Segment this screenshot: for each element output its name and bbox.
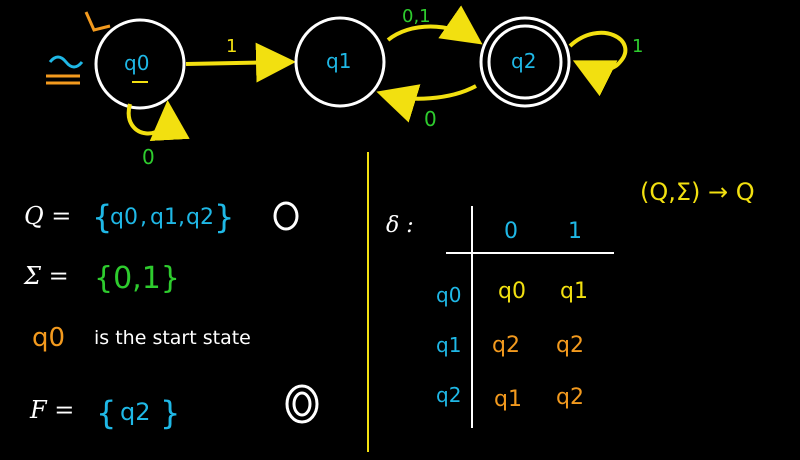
state-q0-label: q0 [124, 51, 149, 75]
transition-q1-q2-label: 0,1 [402, 6, 431, 27]
state-q2: q2 [479, 16, 571, 108]
definition-start-text: is the start state [94, 327, 251, 349]
delta-signature: (Q,Σ) → Q [640, 178, 755, 206]
definition-start: q0 is the start state [32, 323, 251, 353]
start-arrow-icon [46, 11, 111, 85]
delta-symbol: δ : [386, 213, 414, 238]
accepting-state-icon [285, 384, 319, 424]
transition-q0-q0-label: 0 [142, 145, 155, 169]
delta-col-0: 0 [504, 219, 518, 244]
delta-row-q1-on1: q2 [556, 333, 584, 358]
definition-Sigma: Σ = {0,1} [23, 261, 180, 296]
state-q1-label: q1 [326, 49, 351, 73]
transition-q2-q2: 1 [568, 30, 643, 97]
delta-col-1: 1 [568, 219, 582, 244]
definition-Sigma-symbol: Σ = [23, 262, 69, 290]
state-q2-label: q2 [511, 49, 536, 73]
definition-F: F = { q2 } [29, 384, 319, 432]
delta-row-q0-state: q0 [436, 283, 461, 307]
transition-q0-q1: 1 [185, 36, 296, 83]
state-q0: q0 [94, 18, 186, 110]
state-q1: q1 [294, 16, 386, 108]
state-circle-icon [273, 201, 299, 231]
definition-Q-sep-2: , [178, 205, 185, 230]
transition-q1-q2: 0,1 [386, 5, 483, 45]
definition-Q-brace-open: { [92, 198, 112, 236]
definition-Q: Q = { q0 , q1 , q2 } [24, 198, 299, 236]
delta-row-q2-on0: q1 [494, 387, 522, 412]
delta-row-q2-state: q2 [436, 383, 461, 407]
definition-Q-item-q2: q2 [186, 205, 214, 230]
definition-Q-symbol: Q = [24, 202, 71, 230]
definition-Q-sep-1: , [140, 205, 147, 230]
definition-F-brace-open: { [96, 394, 116, 432]
definition-Q-brace-close: } [214, 198, 234, 236]
definition-start-state: q0 [32, 323, 65, 353]
definition-F-symbol: F = [29, 396, 74, 424]
delta-table: δ : 0 1 q0 q0 q1 q1 q2 q2 q2 q1 q2 [386, 206, 614, 428]
delta-row-q0-on1: q1 [560, 279, 588, 304]
delta-row-q1-state: q1 [436, 333, 461, 357]
transition-q2-q1: 0 [376, 84, 477, 131]
definition-Sigma-value: {0,1} [94, 261, 180, 296]
definition-Q-item-q0: q0 [110, 205, 138, 230]
delta-row-q1-on0: q2 [492, 333, 520, 358]
definition-F-item: q2 [120, 398, 151, 426]
transition-q2-q1-label: 0 [424, 107, 437, 131]
transition-q0-q1-label: 1 [226, 36, 237, 57]
delta-row-q2-on1: q2 [556, 385, 584, 410]
delta-row-q0-on0: q0 [498, 279, 526, 304]
transition-q2-q2-label: 1 [632, 36, 643, 57]
definition-Q-item-q1: q1 [150, 205, 178, 230]
transition-q0-q0: 0 [126, 100, 190, 169]
definition-F-brace-close: } [160, 394, 180, 432]
